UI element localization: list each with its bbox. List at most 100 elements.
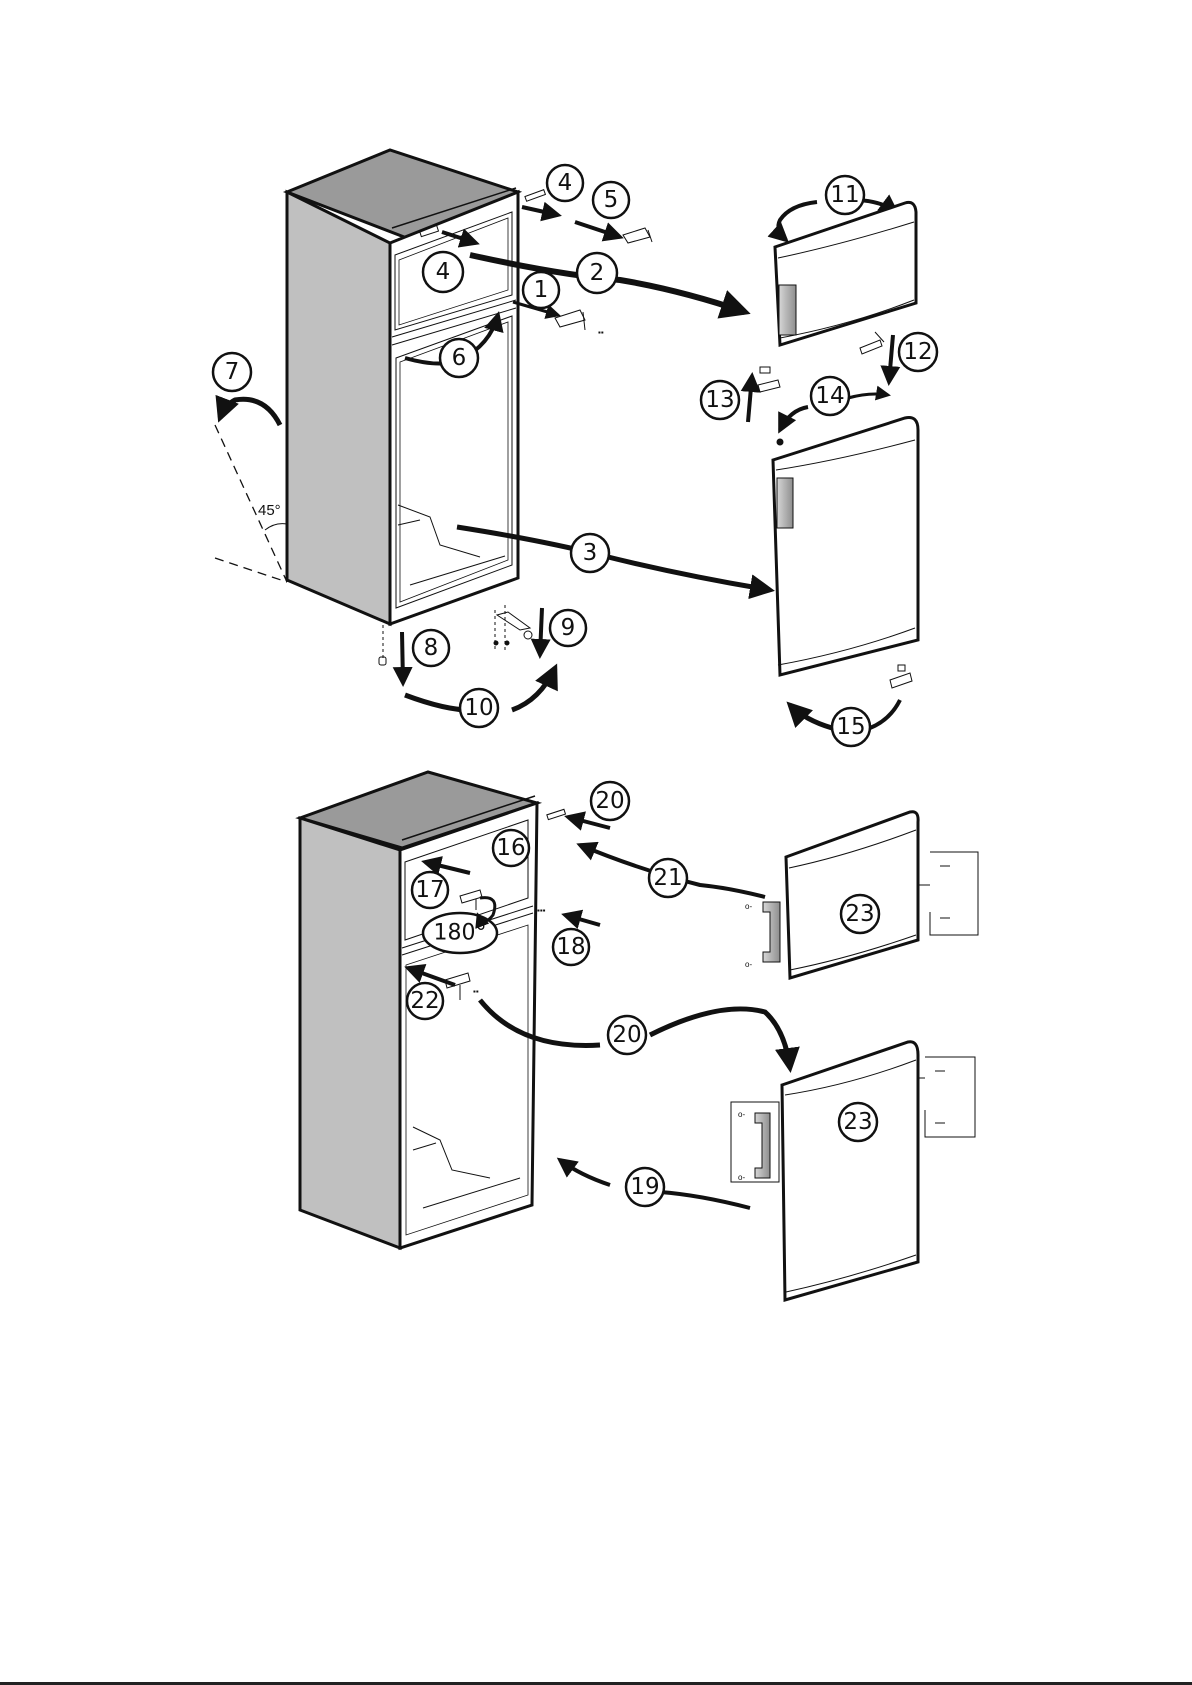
svg-text:2: 2 (590, 260, 605, 286)
lower-figure: 180° ▪▪▪ ▪▪ (300, 772, 978, 1300)
arrow-18 (565, 915, 600, 925)
svg-text:10: 10 (464, 695, 493, 721)
svg-text:16: 16 (496, 835, 525, 861)
upper-figure: 45° (213, 150, 937, 746)
svg-text:4: 4 (436, 259, 451, 285)
svg-text:20: 20 (612, 1022, 641, 1048)
fridge-door-upper (773, 418, 918, 676)
svg-text:11: 11 (830, 182, 859, 208)
arrow-9 (540, 608, 542, 655)
svg-text:9: 9 (561, 615, 576, 641)
step-badge-18: 18 (553, 929, 589, 965)
cabinet-side (300, 818, 400, 1248)
step-badge-20-main: 20 (608, 1016, 646, 1054)
bracket-box-upper (918, 852, 978, 935)
hinge-pin-top (525, 190, 546, 202)
hinge-door-13 (758, 367, 780, 392)
svg-text:180°: 180° (434, 921, 487, 946)
svg-text:▪▪▪: ▪▪▪ (537, 906, 546, 915)
svg-text:o-: o- (745, 960, 752, 969)
freezer-handle-detached (763, 902, 780, 962)
svg-text:5: 5 (604, 187, 619, 213)
arrow-4-top (522, 207, 558, 215)
svg-text:13: 13 (705, 387, 734, 413)
fridge-door-handle (777, 478, 793, 528)
step-badge-16: 16 (493, 830, 529, 866)
svg-text:4: 4 (558, 170, 573, 196)
arrow-15 (790, 705, 832, 728)
cabinet-front (400, 803, 537, 1248)
hinge-door-12 (860, 332, 884, 354)
step-badge-23-upper: 23 (841, 895, 879, 933)
step-badge-5: 5 (593, 182, 629, 218)
step-badge-13: 13 (701, 381, 739, 419)
step-badge-2: 2 (577, 253, 617, 293)
hinge-middle: ▪▪ (555, 310, 604, 337)
svg-text:8: 8 (424, 635, 439, 661)
cabinet-side (287, 192, 390, 624)
fridge-door-lower: o- o- (738, 1042, 918, 1300)
svg-text:23: 23 (843, 1109, 872, 1135)
fridge-cabinet-upper (287, 150, 518, 624)
step-badge-11: 11 (826, 176, 864, 214)
svg-text:18: 18 (556, 934, 585, 960)
hinge-door-15 (890, 665, 912, 688)
step-badge-4a: 4 (423, 252, 463, 292)
svg-text:19: 19 (630, 1174, 659, 1200)
hinge-bottom (494, 605, 532, 650)
step-badge-17: 17 (412, 872, 448, 908)
svg-text:12: 12 (903, 339, 932, 365)
arrow-14 (780, 407, 808, 430)
step-badge-15: 15 (832, 708, 870, 746)
arrow-7 (220, 399, 280, 425)
svg-text:22: 22 (410, 988, 439, 1014)
svg-text:20: 20 (595, 788, 624, 814)
arrow-12 (889, 335, 893, 382)
step-badge-3: 3 (571, 534, 609, 572)
step-badge-1: 1 (523, 272, 559, 308)
step-badge-22: 22 (407, 983, 443, 1019)
step-badge-20-top: 20 (591, 782, 629, 820)
svg-text:21: 21 (653, 865, 682, 891)
step-badge-12: 12 (899, 333, 937, 371)
freezer-door-upper (775, 202, 916, 345)
fridge-handle-detached (755, 1113, 770, 1178)
hinge-top (623, 228, 652, 243)
svg-text:1: 1 (534, 277, 549, 303)
step-badge-10: 10 (460, 689, 498, 727)
svg-text:3: 3 (583, 540, 598, 566)
door-pin-14 (777, 439, 783, 445)
step-badge-6: 6 (440, 339, 478, 377)
freezer-door-handle (779, 285, 796, 335)
svg-text:o-: o- (738, 1173, 745, 1182)
step-badge-7: 7 (213, 353, 251, 391)
svg-text:15: 15 (836, 714, 865, 740)
tilt-angle-label: 45° (258, 502, 281, 519)
rotation-180-label: 180° (423, 913, 497, 953)
freezer-door-lower: o- o- (745, 812, 918, 978)
step-badge-19: 19 (626, 1168, 664, 1206)
hinge-cover (547, 809, 566, 819)
step-badge-21: 21 (649, 859, 687, 897)
svg-text:7: 7 (225, 359, 240, 385)
foot-screw (379, 625, 386, 665)
bracket-box-lower (915, 1057, 975, 1137)
svg-text:17: 17 (415, 877, 444, 903)
step-badge-23-lower: 23 (839, 1103, 877, 1141)
step-badge-9: 9 (550, 610, 586, 646)
svg-text:o-: o- (738, 1110, 745, 1119)
svg-text:6: 6 (452, 345, 467, 371)
svg-text:▪▪: ▪▪ (473, 987, 479, 996)
step-badge-4b: 4 (547, 165, 583, 201)
svg-text:▪▪: ▪▪ (598, 328, 604, 337)
svg-text:o-: o- (745, 902, 752, 911)
arrow-13 (748, 376, 752, 422)
svg-text:23: 23 (845, 901, 874, 927)
step-badge-14: 14 (811, 377, 849, 415)
step-badge-8: 8 (413, 630, 449, 666)
tilt-guide: 45° (215, 425, 287, 582)
arrow-5 (575, 222, 620, 237)
arrow-8 (402, 632, 403, 683)
svg-text:14: 14 (815, 383, 844, 409)
